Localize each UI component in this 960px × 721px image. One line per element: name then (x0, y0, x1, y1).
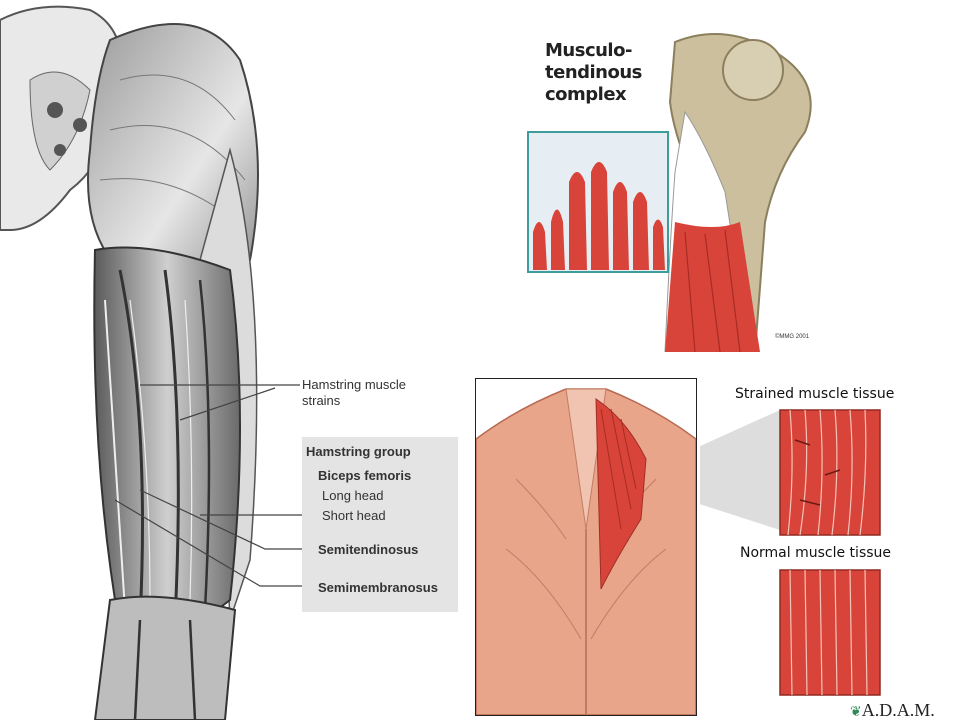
tendon-credit: ©MMG 2001 (775, 334, 810, 340)
semimembranosus-label: Semimembranosus (318, 580, 438, 595)
tissue-drawing (700, 409, 881, 696)
semimembranosus-pointer (114, 499, 315, 587)
strain-label-line2: strains (302, 393, 341, 408)
strained-tissue-title: Strained muscle tissue (735, 386, 895, 402)
tendon-title-line2: tendinous (545, 62, 642, 83)
semitendinosus-pointer (139, 489, 315, 550)
adam-logo: ❦A.D.A.M. (850, 700, 935, 721)
long-head-label: Long head (322, 488, 384, 503)
tissue-comparison-panel: Strained muscle tissue Normal muscle tis… (700, 380, 960, 720)
strain-label-line1: Hamstring muscle (302, 377, 407, 392)
hamstring-illustration (0, 0, 470, 720)
back-muscles-panel (475, 378, 697, 716)
leaf-icon: ❦ (850, 705, 862, 720)
hamstring-drawing (0, 5, 318, 720)
semitendinosus-label: Semitendinosus (318, 542, 419, 557)
zoom-cone (700, 410, 780, 530)
hamstring-group-box: Hamstring group Biceps femoris Long head… (302, 437, 458, 612)
strain-label: Hamstring muscle strains (302, 377, 432, 409)
tendon-title-line1: Musculo- (545, 40, 632, 61)
strained-tissue-block (779, 409, 881, 536)
strain-pointer-2 (179, 387, 276, 421)
tendon-title-line3: complex (545, 84, 627, 105)
strained-trapezius (595, 398, 647, 590)
back-drawing (476, 379, 696, 715)
normal-tissue-block (779, 569, 881, 696)
short-head-label: Short head (322, 508, 386, 523)
tendon-title: Musculo- tendinous complex (545, 40, 642, 106)
group-title: Hamstring group (306, 444, 411, 459)
biceps-femoris-label: Biceps femoris (318, 468, 412, 483)
femur-tendon-drawing (527, 33, 812, 352)
thigh-muscles (93, 246, 241, 633)
normal-tissue-title: Normal muscle tissue (740, 545, 892, 561)
adam-logo-text: A.D.A.M. (861, 700, 935, 720)
musculotendinous-panel: Musculo- tendinous complex ©MMG 2001 (525, 22, 835, 352)
